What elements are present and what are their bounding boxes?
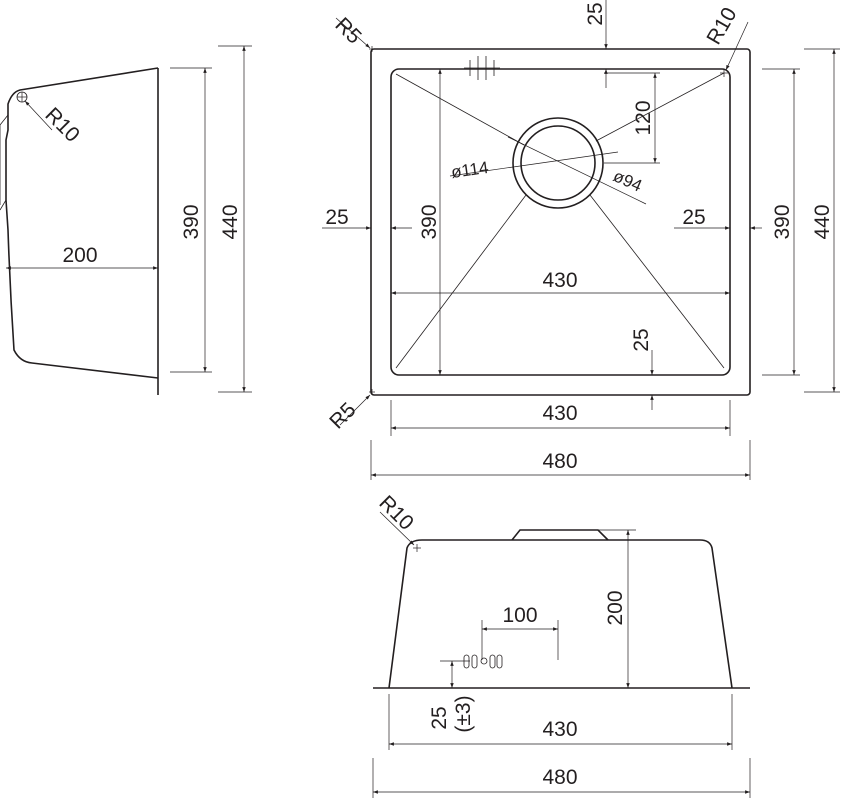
radius-label-r5-top: R5	[330, 13, 365, 48]
radius-label-r10-top: R10	[702, 4, 741, 49]
radius-label-r5-bottom: R5	[325, 398, 360, 433]
dim-label-rim-left-25: 25	[325, 206, 348, 229]
drain-outer-circle	[512, 117, 604, 209]
leader-dia-114	[449, 151, 619, 177]
dim-label-390-left: 390	[418, 204, 441, 239]
slope-line-top-left	[395, 73, 525, 146]
overflow-slots-icon	[463, 654, 503, 669]
dim-label-480-front: 480	[542, 766, 577, 789]
dim-label-25-overflow: 25	[428, 706, 451, 729]
dim-label-rim-right-25: 25	[682, 206, 705, 229]
dim-label-430-under: 430	[542, 402, 577, 425]
front-view-drain-flange	[511, 529, 609, 541]
dim-label-440-right: 440	[811, 204, 834, 239]
leader-r5-top	[335, 17, 371, 49]
radius-leader-r10	[24, 100, 53, 131]
drain-inner-circle	[520, 125, 596, 201]
dim-label-430-mid: 430	[542, 269, 577, 292]
side-view-body-outline	[5, 67, 159, 379]
slope-line-bottom-right	[589, 194, 725, 369]
slope-line-bottom-left	[395, 194, 527, 369]
front-view: R10 200 100 25 (±3) 430 480	[372, 491, 751, 798]
dim-label-200-front: 200	[604, 590, 627, 625]
dim-label-dia-114: ø114	[450, 158, 490, 182]
front-view-body-outline	[373, 539, 750, 689]
dim-label-200: 200	[62, 244, 97, 267]
leader-dia-94	[507, 136, 647, 205]
dim-label-100: 100	[502, 604, 537, 627]
dim-label-dia-94: ø94	[610, 166, 644, 195]
overflow-symbol-top	[464, 56, 500, 80]
dim-label-480-top: 480	[542, 450, 577, 473]
dim-label-390-right: 390	[771, 204, 794, 239]
radius-label-r10: R10	[40, 103, 84, 147]
dim-label-430-front: 430	[542, 718, 577, 741]
leader-r10-front	[379, 511, 415, 546]
side-view-rim-detail	[0, 114, 9, 211]
leader-r5-bottom	[339, 394, 371, 426]
leader-r10-top	[725, 21, 749, 71]
dim-label-390: 390	[180, 204, 203, 239]
dim-label-120: 120	[632, 100, 655, 135]
top-view-outer-rim	[370, 48, 751, 396]
top-view: ø114 ø94 25 120 25 390 430 25	[322, 0, 840, 480]
dim-label-rim-bottom-25: 25	[630, 328, 653, 351]
radius-label-r10-front: R10	[374, 491, 418, 535]
dim-label-rim-top-25: 25	[584, 2, 607, 25]
dim-label-440: 440	[219, 204, 242, 239]
side-view-left: 390 440 200 R10	[0, 45, 252, 395]
slope-line-top-right	[595, 72, 725, 142]
dim-label-tolerance: (±3)	[452, 695, 475, 732]
top-view-inner-bowl	[390, 68, 731, 376]
